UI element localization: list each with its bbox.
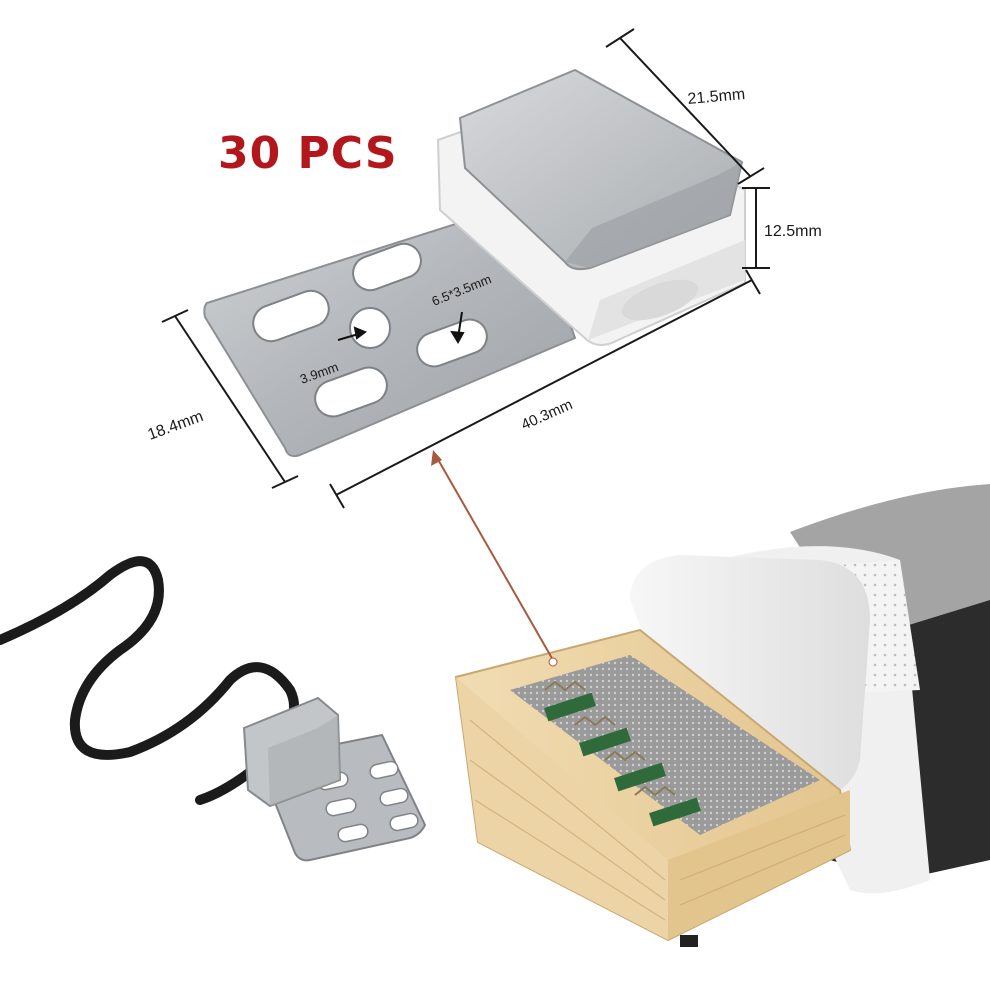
plate-slot-hole xyxy=(352,242,422,292)
sofa-clip-main xyxy=(203,68,746,458)
hole-arrows xyxy=(337,311,465,344)
sofa-cushion-section xyxy=(454,484,990,947)
dim-height-label: 12.5mm xyxy=(764,223,822,240)
wire-with-clip xyxy=(0,556,427,862)
plate-slot-hole xyxy=(252,289,330,343)
plate-slot-hole xyxy=(314,366,388,418)
plate-slot-hole xyxy=(416,318,488,368)
plate-round-hole xyxy=(349,307,391,349)
dimension-lines xyxy=(161,28,770,509)
quantity-label: 30 PCS xyxy=(218,128,398,179)
pointer-arrow xyxy=(431,450,558,667)
dim-width-label: 18.4mm xyxy=(146,408,206,444)
dim-depth-label: 21.5mm xyxy=(687,86,746,108)
dim-length-label: 40.3mm xyxy=(519,396,575,434)
